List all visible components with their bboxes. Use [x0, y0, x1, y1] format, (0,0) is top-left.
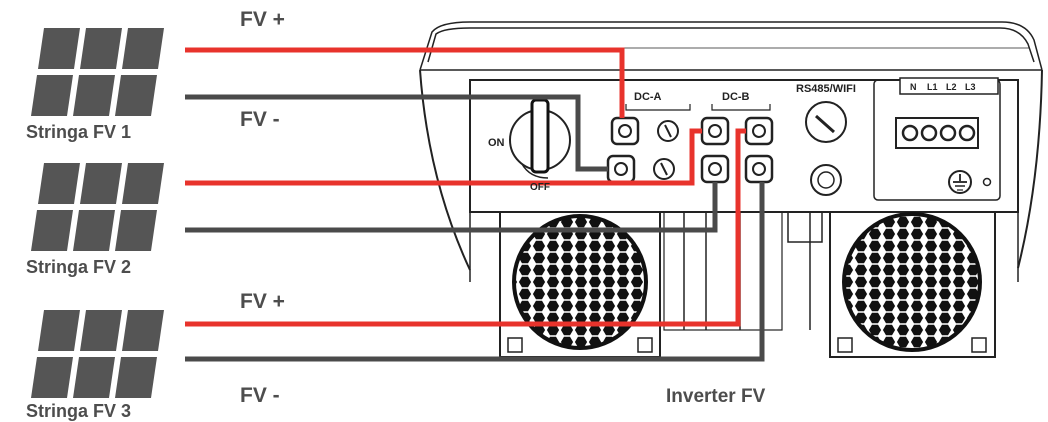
dc-b-label: DC-B [722, 91, 750, 103]
inverter-label: Inverter FV [666, 386, 766, 407]
inverter-fan-left [499, 211, 661, 358]
wire-string1-positive [185, 47, 625, 118]
ac-terminal-block [895, 117, 979, 149]
fv-minus-label-bottom: FV - [240, 384, 280, 407]
terminal-n-label: N [910, 82, 917, 92]
wire-string2-negative [185, 182, 718, 233]
dc-switch [509, 98, 571, 179]
solar-panel-2 [31, 163, 164, 251]
dc-b-connectors [700, 116, 774, 184]
rs485-label: RS485/WIFI [796, 83, 856, 95]
inverter-fan-right [829, 211, 996, 358]
wire-string2-positive [185, 128, 702, 186]
wire-string1-negative [185, 94, 608, 172]
ground-icon [948, 170, 992, 194]
solar-panel-3 [31, 310, 164, 398]
terminal-l2-label: L2 [946, 82, 957, 92]
terminal-l3-label: L3 [965, 82, 976, 92]
dc-a-label: DC-A [634, 91, 662, 103]
string-1-label: Stringa FV 1 [26, 122, 132, 142]
dc-a-connectors [606, 116, 679, 184]
fv-plus-label-top: FV + [240, 8, 285, 31]
terminal-l1-label: L1 [927, 82, 938, 92]
switch-off-label: OFF [530, 182, 550, 193]
fv-plus-label-bottom: FV + [240, 290, 285, 313]
string-3-label: Stringa FV 3 [26, 401, 132, 421]
string-2-label: Stringa FV 2 [26, 257, 132, 277]
fv-minus-label-top: FV - [240, 108, 280, 131]
solar-panel-1 [31, 28, 164, 116]
switch-on-label: ON [488, 137, 505, 149]
wifi-port [810, 164, 842, 196]
wire-string3-negative [185, 182, 765, 362]
wire-string3-positive [185, 128, 746, 327]
rs485-port [805, 101, 847, 143]
